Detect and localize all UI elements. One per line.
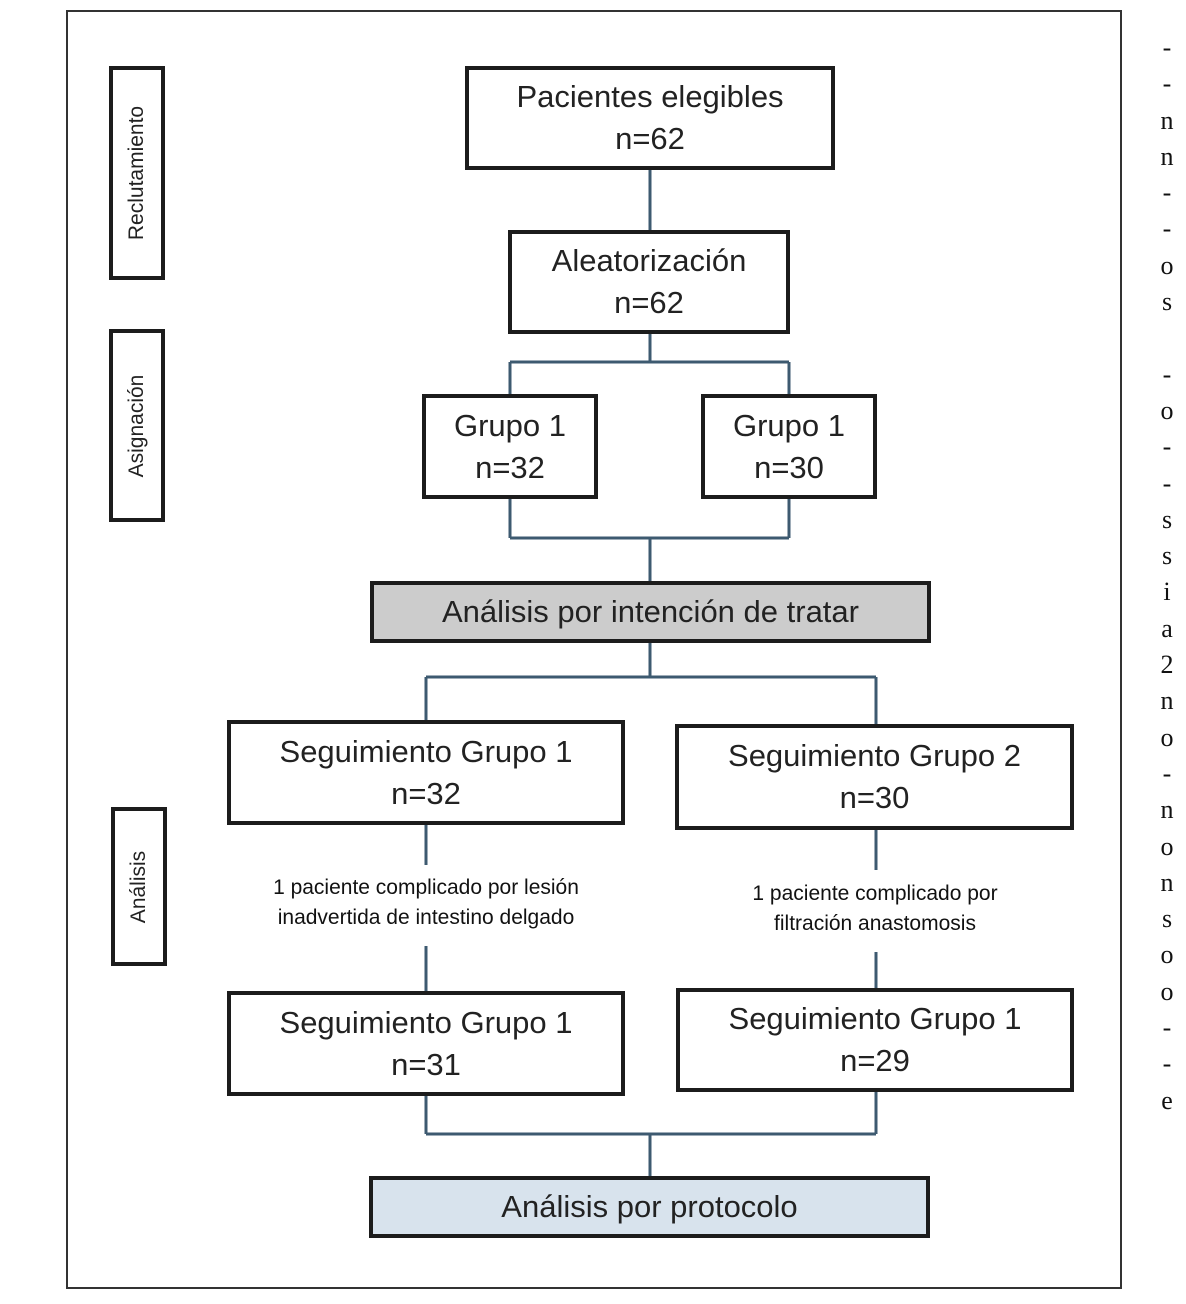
- note-left-line2: inadvertida de intestino delgado: [277, 906, 575, 929]
- phase-assignment-text: Asignación: [125, 374, 148, 477]
- figure-frame: [66, 10, 1122, 1289]
- note-right-line1: 1 paciente complicado por: [752, 882, 998, 905]
- phase-label-assignment: Asignación: [109, 329, 165, 522]
- box-followup-group-2-final: Seguimiento Grupo 1 n=29: [676, 988, 1074, 1092]
- clipped-text-fragment: e: [1161, 1085, 1173, 1115]
- clipped-text-fragment: n: [1160, 867, 1174, 897]
- clipped-text-fragment: s: [1161, 504, 1173, 534]
- note-right-line2: filtración anastomosis: [774, 912, 976, 935]
- box-per-protocol-title: Análisis por protocolo: [501, 1189, 798, 1224]
- connector-randomization-groups: [508, 332, 791, 396]
- phase-recruitment-text: Reclutamiento: [125, 105, 148, 241]
- box-intention-to-treat: Análisis por intención de tratar: [370, 581, 931, 643]
- clipped-text-fragment: -: [1162, 758, 1172, 788]
- box-followup-group-1-final: Seguimiento Grupo 1 n=31: [227, 991, 625, 1096]
- clipped-text-fragment: o: [1160, 940, 1174, 970]
- box-followup-2-count: n=30: [839, 780, 910, 815]
- note-right-complication: 1 paciente complicado por filtración ana…: [670, 879, 1080, 939]
- phase-label-analysis: Análisis: [111, 807, 167, 966]
- box-randomization-count: n=62: [614, 285, 684, 320]
- box-group-left: Grupo 1 n=32: [422, 394, 598, 499]
- box-followup-group-1: Seguimiento Grupo 1 n=32: [227, 720, 625, 825]
- clipped-text-fragment: -: [1162, 69, 1172, 99]
- box-followup-2-final-title: Seguimiento Grupo 1: [728, 1001, 1022, 1036]
- phase-label-recruitment: Reclutamiento: [109, 66, 165, 280]
- clipped-text-fragment: [1150, 320, 1184, 356]
- box-eligible-patients: Pacientes elegibles n=62: [465, 66, 835, 170]
- clipped-text-fragment: n: [1160, 141, 1174, 171]
- box-group-left-count: n=32: [475, 449, 545, 485]
- box-group-right-title: Grupo 1: [732, 407, 845, 443]
- clipped-text-fragment: -: [1162, 468, 1172, 498]
- clipped-text-fragment: -: [1162, 1013, 1172, 1043]
- clipped-text-fragment: -: [1162, 1049, 1172, 1079]
- box-group-right-count: n=30: [754, 449, 824, 485]
- clipped-text-fragment: -: [1162, 432, 1172, 462]
- note-left-complication: 1 paciente complicado por lesión inadver…: [200, 873, 652, 933]
- box-followup-group-2: Seguimiento Grupo 2 n=30: [675, 724, 1074, 830]
- clipped-text-fragment: s: [1161, 904, 1173, 934]
- connector-groups-itt: [508, 497, 791, 583]
- clipped-text-fragment: s: [1161, 541, 1173, 571]
- clipped-text-fragment: n: [1160, 795, 1174, 825]
- clipped-text-fragment: -: [1162, 359, 1172, 389]
- clipped-text-fragment: -: [1162, 33, 1172, 62]
- box-randomization: Aleatorización n=62: [508, 230, 790, 334]
- connector-final-per-protocol: [424, 1090, 878, 1178]
- clipped-text-fragment: n: [1160, 686, 1174, 716]
- box-group-left-title: Grupo 1: [453, 407, 566, 443]
- connector-itt-followup: [424, 641, 878, 726]
- box-eligible-count: n=62: [615, 121, 685, 156]
- clipped-text-fragment: i: [1163, 577, 1171, 607]
- box-group-right: Grupo 1 n=30: [701, 394, 877, 499]
- clipped-text-fragment: o: [1160, 722, 1174, 752]
- box-followup-1-title: Seguimiento Grupo 1: [279, 733, 573, 769]
- clipped-text-fragment: n: [1160, 105, 1174, 135]
- box-followup-1-count: n=32: [391, 775, 461, 811]
- clipped-text-fragment: 2: [1160, 650, 1174, 680]
- clipped-text-fragment: a: [1161, 613, 1173, 643]
- note-left-line1: 1 paciente complicado por lesión: [273, 876, 579, 899]
- clipped-text-fragment: o: [1160, 395, 1174, 425]
- box-followup-1-final-title: Seguimiento Grupo 1: [279, 1004, 573, 1040]
- box-followup-2-title: Seguimiento Grupo 2: [728, 738, 1021, 773]
- clipped-text-fragment: o: [1160, 250, 1174, 280]
- phase-analysis-text: Análisis: [127, 850, 150, 923]
- box-eligible-title: Pacientes elegibles: [516, 79, 784, 114]
- clipped-text-fragment: s: [1161, 287, 1173, 317]
- box-itt-title: Análisis por intención de tratar: [441, 594, 859, 629]
- clipped-text-fragment: -: [1162, 178, 1172, 208]
- box-followup-1-final-count: n=31: [391, 1046, 461, 1082]
- clipped-text-fragment: o: [1160, 976, 1174, 1006]
- box-per-protocol: Análisis por protocolo: [369, 1176, 930, 1238]
- box-randomization-title: Aleatorización: [551, 243, 747, 278]
- box-followup-2-final-count: n=29: [840, 1043, 910, 1078]
- clipped-text-fragment: o: [1160, 831, 1174, 861]
- clipped-text-fragment: -: [1162, 214, 1172, 244]
